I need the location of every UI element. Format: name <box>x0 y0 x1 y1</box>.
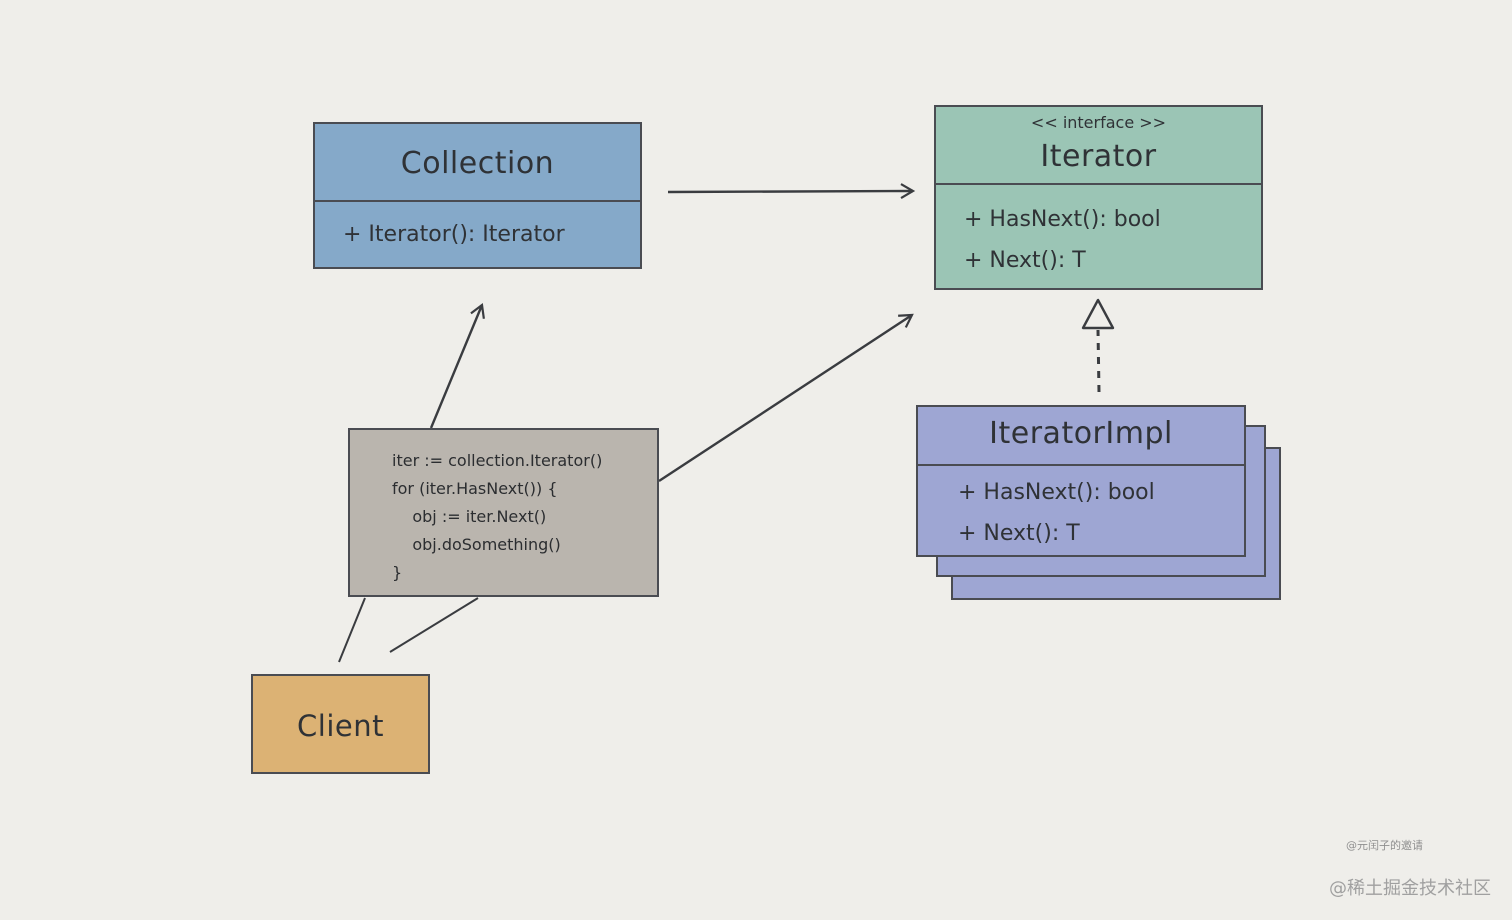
code-line: obj := iter.Next() <box>392 507 547 526</box>
iterator-title: Iterator <box>1040 139 1157 174</box>
author-watermark: @元闰子的邀请 <box>1346 839 1423 852</box>
realization-dashed-line <box>1096 329 1101 393</box>
iterator-interface-box: << interface >> Iterator + HasNext(): bo… <box>934 105 1263 290</box>
iterator-impl-method: + HasNext(): bool <box>958 480 1155 505</box>
iterator-method: + Next(): T <box>964 248 1086 273</box>
client-to-code-line-2 <box>389 597 479 653</box>
iterator-impl-method: + Next(): T <box>958 521 1080 546</box>
iterator-stereotype: << interface >> <box>1030 113 1167 132</box>
iterator-method: + HasNext(): bool <box>964 207 1161 232</box>
code-line: obj.doSomething() <box>392 535 561 554</box>
iterator-impl-class-box: IteratorImpl + HasNext(): bool + Next():… <box>916 405 1246 557</box>
client-code-note: iter := collection.Iterator() for (iter.… <box>348 428 659 597</box>
collection-to-iterator-arrow <box>667 183 916 199</box>
code-line: iter := collection.Iterator() <box>392 451 603 470</box>
client-title: Client <box>297 709 384 743</box>
collection-class-box: Collection + Iterator(): Iterator <box>313 122 642 269</box>
client-box: Client <box>251 674 430 774</box>
code-to-collection-arrow <box>429 302 485 429</box>
collection-title: Collection <box>400 146 555 181</box>
realization-triangle-icon <box>1081 298 1115 330</box>
code-line: } <box>392 563 403 582</box>
collection-method: + Iterator(): Iterator <box>343 222 565 247</box>
iterator-divider <box>936 183 1261 185</box>
site-watermark: @稀土掘金技术社区 <box>1329 878 1491 899</box>
iterator-impl-title: IteratorImpl <box>989 416 1173 451</box>
collection-divider <box>315 200 640 202</box>
code-to-iterator-arrow <box>658 313 914 483</box>
code-line: for (iter.HasNext()) { <box>392 479 558 498</box>
client-to-code-line-1 <box>338 597 366 663</box>
iterator-impl-divider <box>918 464 1244 466</box>
